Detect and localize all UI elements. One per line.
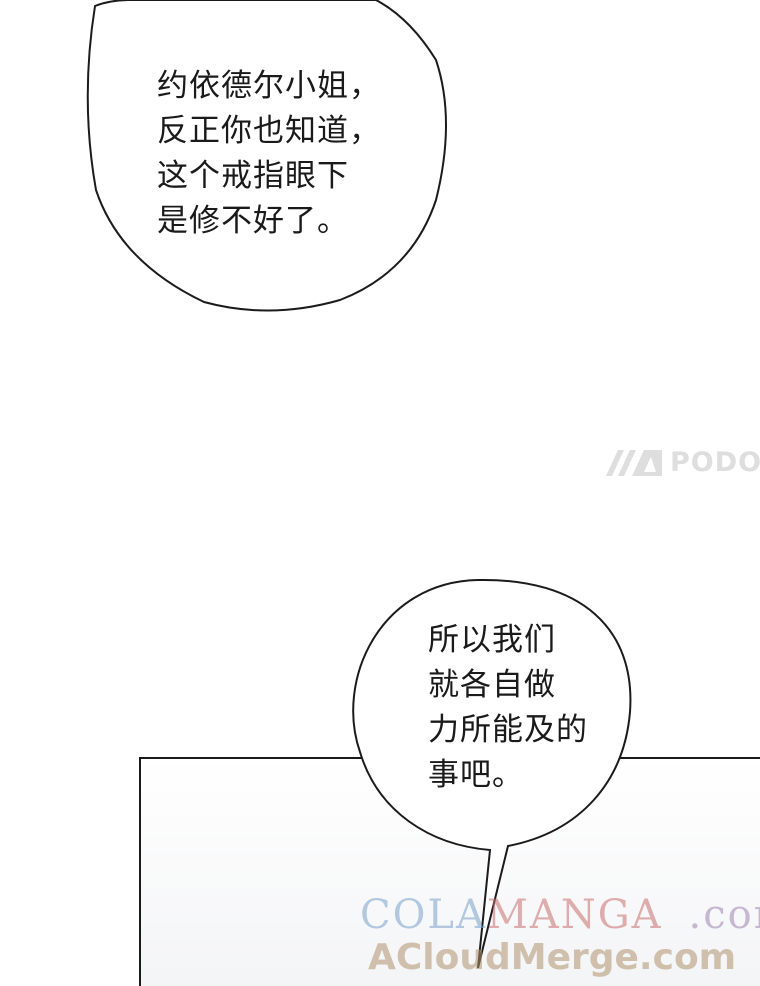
speech-text-top: 约依德尔小姐， 反正你也知道， 这个戒指眼下 是修不好了。 [157,64,381,244]
watermark-acloudmerge: ACloudMerge.com [368,937,737,978]
speech-line: 约依德尔小姐， [157,68,381,104]
speech-bubble-bottom [352,578,632,969]
watermark-part: .com [688,892,760,938]
speech-line: 这个戒指眼下 [157,158,349,194]
speech-line: 反正你也知道， [157,113,381,149]
speech-text-bottom: 所以我们 就各自做 力所能及的 事吧。 [428,618,588,798]
watermark-part: MANGA [486,892,663,938]
speech-line: 事吧。 [428,757,524,793]
podo-logo-text: PODO [670,446,760,478]
podo-logo-icon [606,450,662,476]
watermark-part: COLA [360,892,487,938]
speech-line: 就各自做 [428,667,556,703]
podo-logo: PODO [604,446,760,478]
speech-line: 是修不好了。 [157,203,349,239]
speech-line: 力所能及的 [428,712,588,748]
speech-bubble-top [86,0,447,312]
speech-line: 所以我们 [428,622,556,658]
watermark-colamanga: COLAMANGA .com [360,892,760,938]
